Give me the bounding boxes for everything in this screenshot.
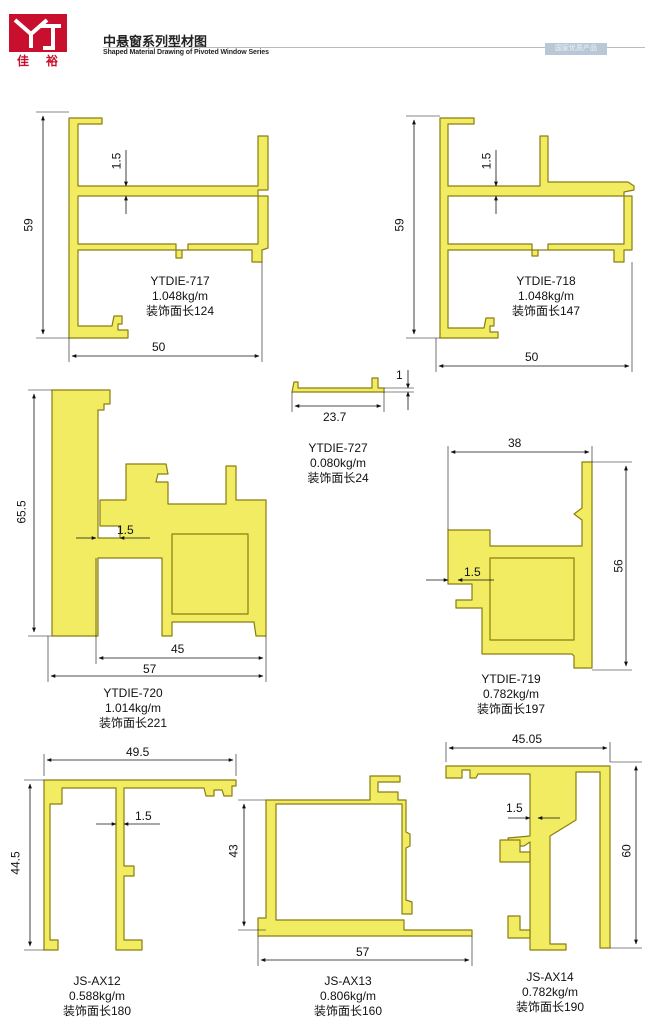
dim-717-wall: 1.5	[109, 152, 124, 170]
dim-720-wall: 1.5	[117, 523, 134, 537]
dim-719-height: 56	[611, 559, 626, 573]
caption-ytdie-727: YTDIE-727 0.080kg/m 装饰面长24	[288, 441, 388, 486]
dim-ax14-height: 60	[619, 844, 634, 858]
dim-717-width: 50	[152, 340, 166, 354]
profile-ytdie-718	[406, 115, 635, 372]
face-length-label: 装饰面长197	[476, 702, 546, 716]
dim-720-height: 65.5	[14, 500, 29, 524]
page-title: 中悬窗系列型材图	[103, 34, 208, 49]
dim-727-width: 23.7	[323, 410, 347, 424]
weight-label: 1.048kg/m	[151, 289, 209, 303]
dim-719-wall: 1.5	[464, 565, 481, 579]
page-subtitle: Shaped Material Drawing of Pivoted Windo…	[103, 49, 269, 56]
profile-js-ax13	[238, 775, 473, 966]
caption-js-ax12: JS-AX12 0.588kg/m 装饰面长180	[47, 974, 147, 1019]
face-length-label: 装饰面长190	[515, 1000, 585, 1014]
profile-js-ax14	[445, 742, 642, 951]
caption-ytdie-719: YTDIE-719 0.782kg/m 装饰面长197	[461, 672, 561, 717]
profile-ytdie-717	[36, 111, 269, 362]
page-header: 佳 裕 中悬窗系列型材图 Shaped Material Drawing of …	[0, 0, 645, 80]
dim-ax14-width: 45.05	[512, 732, 543, 746]
dim-ax12-height: 44.5	[8, 851, 23, 875]
dim-718-wall: 1.5	[479, 152, 494, 170]
weight-label: 0.588kg/m	[68, 989, 126, 1003]
dim-727-height: 1	[396, 368, 403, 382]
model-label: YTDIE-718	[516, 274, 576, 288]
logo-text-left: 佳	[17, 54, 30, 68]
caption-ytdie-720: YTDIE-720 1.014kg/m 装饰面长221	[83, 686, 183, 731]
profile-ytdie-727	[291, 370, 414, 412]
dim-720-inner: 45	[171, 642, 185, 656]
caption-js-ax13: JS-AX13 0.806kg/m 装饰面长160	[298, 974, 398, 1019]
face-length-label: 装饰面长24	[307, 471, 369, 485]
dim-718-width: 50	[525, 350, 539, 364]
weight-label: 0.080kg/m	[309, 456, 367, 470]
dim-717-height: 59	[21, 218, 36, 232]
model-label: YTDIE-717	[150, 274, 210, 288]
profile-js-ax12	[24, 754, 237, 951]
face-length-label: 装饰面长160	[313, 1004, 383, 1018]
dim-ax13-height: 43	[226, 844, 241, 858]
profile-ytdie-720	[28, 389, 267, 682]
model-label: YTDIE-720	[103, 686, 163, 700]
logo-text-right: 裕	[46, 54, 59, 68]
weight-label: 0.806kg/m	[319, 989, 377, 1003]
caption-ytdie-718: YTDIE-718 1.048kg/m 装饰面长147	[496, 274, 596, 319]
face-length-label: 装饰面长124	[145, 304, 215, 318]
model-label: YTDIE-727	[308, 441, 368, 455]
profile-ytdie-719	[426, 446, 632, 671]
dim-720-width: 57	[143, 662, 157, 676]
model-label: JS-AX14	[526, 970, 574, 984]
face-length-label: 装饰面长147	[511, 304, 581, 318]
model-label: JS-AX12	[73, 974, 121, 988]
dim-ax14-wall: 1.5	[506, 801, 523, 815]
dim-ax13-width: 57	[356, 945, 370, 959]
header-rule	[103, 47, 645, 48]
weight-label: 0.782kg/m	[482, 687, 540, 701]
weight-label: 0.782kg/m	[521, 985, 579, 999]
face-length-label: 装饰面长221	[98, 716, 168, 730]
quality-badge: 国家优质产品	[545, 43, 607, 55]
dim-719-width: 38	[508, 436, 522, 450]
weight-label: 1.014kg/m	[104, 701, 162, 715]
face-length-label: 装饰面长180	[62, 1004, 132, 1018]
model-label: YTDIE-719	[481, 672, 541, 686]
caption-js-ax14: JS-AX14 0.782kg/m 装饰面长190	[500, 970, 600, 1015]
caption-ytdie-717: YTDIE-717 1.048kg/m 装饰面长124	[130, 274, 230, 319]
company-logo	[9, 14, 67, 52]
dim-ax12-wall: 1.5	[135, 809, 152, 823]
dim-718-height: 59	[392, 218, 407, 232]
weight-label: 1.048kg/m	[517, 289, 575, 303]
dim-ax12-width: 49.5	[126, 745, 150, 759]
model-label: JS-AX13	[324, 974, 372, 988]
